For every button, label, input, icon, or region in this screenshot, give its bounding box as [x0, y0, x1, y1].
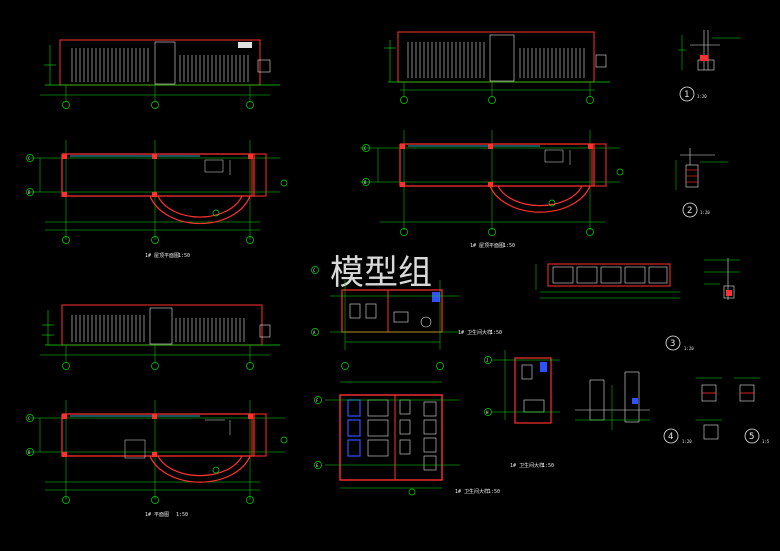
- detail-3-scale: 1:20: [684, 346, 694, 351]
- toilet-plan-b-scale: 1:50: [488, 489, 500, 495]
- detail-1: 1 1:20: [678, 30, 740, 102]
- detail-3: 3 1:20: [535, 258, 740, 351]
- axis-label-b: B: [28, 450, 31, 455]
- toilet-plan-a: C A: [311, 266, 460, 370]
- toilet-plan-c: J H: [484, 350, 560, 424]
- elevation-top-right: [384, 31, 610, 104]
- axis-label-h: H: [486, 410, 489, 415]
- elevation-mid-left: [40, 304, 280, 370]
- plan-top-left-caption: 1# 屋顶平面图: [145, 253, 179, 259]
- axis-label-a: A: [313, 330, 316, 335]
- detail-1-scale: 1:20: [697, 94, 707, 99]
- detail-number-5: 5: [749, 432, 754, 442]
- plan-bottom-left-caption: 1# 平面图: [145, 512, 169, 518]
- toilet-plan-b: F E: [314, 381, 460, 496]
- detail-number-3: 3: [670, 339, 675, 349]
- axis-label-c: C: [364, 146, 367, 151]
- plan-top-right-scale: 1:50: [503, 243, 515, 249]
- axis-label-c: C: [28, 416, 31, 421]
- detail-2-scale: 1:20: [700, 210, 710, 215]
- axis-label-b: B: [364, 180, 367, 185]
- toilet-plan-a-scale: 1:50: [490, 330, 502, 336]
- axis-label-c: C: [313, 268, 316, 273]
- detail-4: 4 1:20: [575, 371, 692, 444]
- plan-top-left: C B: [26, 140, 288, 244]
- watermark-text: 模型组: [330, 253, 432, 293]
- detail-2: 2 1:20: [675, 148, 728, 218]
- toilet-plan-c-scale: 1:50: [542, 463, 554, 469]
- toilet-plan-b-caption: 1# 卫生间大样: [455, 488, 489, 495]
- plan-bottom-left-scale: 1:50: [176, 512, 188, 518]
- detail-number-1: 1: [684, 90, 689, 100]
- elevation-top-left: [40, 39, 280, 109]
- axis-label-b: B: [28, 190, 31, 195]
- plan-top-right-caption: 1# 屋顶平面图: [470, 243, 504, 249]
- detail-number-4: 4: [668, 432, 673, 442]
- plan-top-right: C B: [360, 130, 624, 236]
- axis-label-e: E: [316, 463, 319, 468]
- detail-4-scale: 1:20: [682, 439, 692, 444]
- detail-number-2: 2: [687, 206, 692, 216]
- detail-5-scale: 1:5: [762, 439, 770, 444]
- toilet-plan-a-caption: 1# 卫生间大样: [458, 329, 492, 336]
- axis-label-f: F: [316, 398, 319, 403]
- axis-label-c: C: [28, 156, 31, 161]
- plan-bottom-left: C B: [26, 400, 288, 504]
- axis-label-j: J: [486, 358, 488, 363]
- plan-top-left-scale: 1:50: [178, 253, 190, 259]
- toilet-plan-c-caption: 1# 卫生间大样: [510, 462, 544, 469]
- detail-5: 5 1:5: [696, 377, 770, 444]
